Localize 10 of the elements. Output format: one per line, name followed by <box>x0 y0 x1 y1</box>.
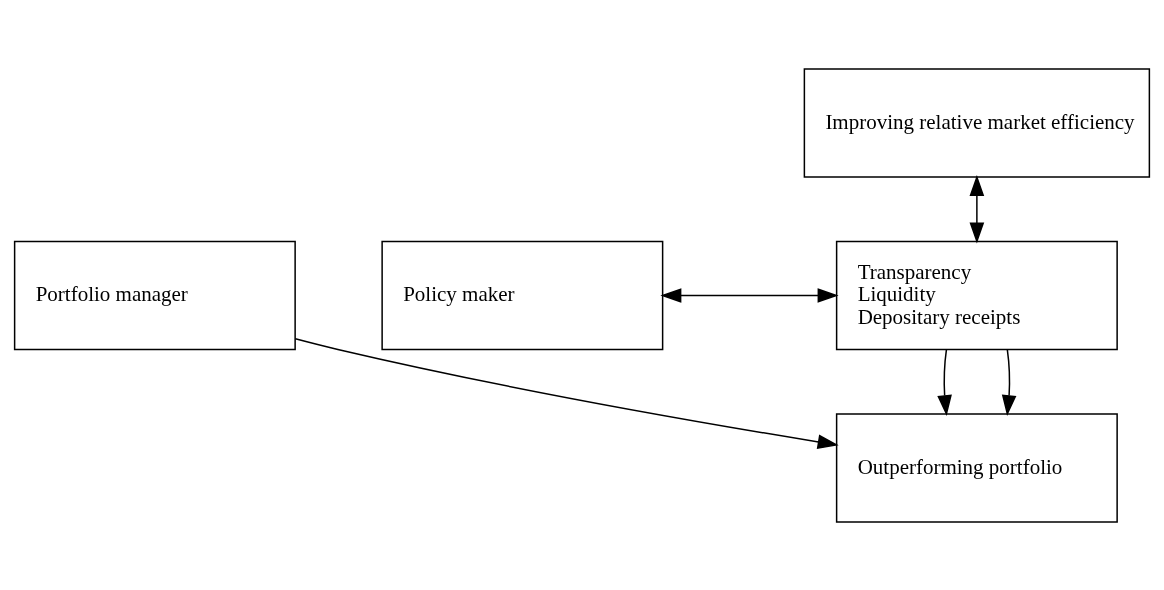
node-box: Transparency Liquidity Depositary receipts <box>835 240 1118 350</box>
arrow <box>969 174 985 244</box>
arrow <box>1001 348 1017 416</box>
arrow <box>937 348 952 416</box>
node-box: Policy maker <box>381 240 664 350</box>
arrow <box>660 287 839 303</box>
node-box: Portfolio manager <box>13 240 296 350</box>
node-box: Outperforming portfolio <box>835 412 1118 523</box>
arrow <box>294 337 839 449</box>
node-box: Improving relative market efficiency <box>803 67 1151 178</box>
